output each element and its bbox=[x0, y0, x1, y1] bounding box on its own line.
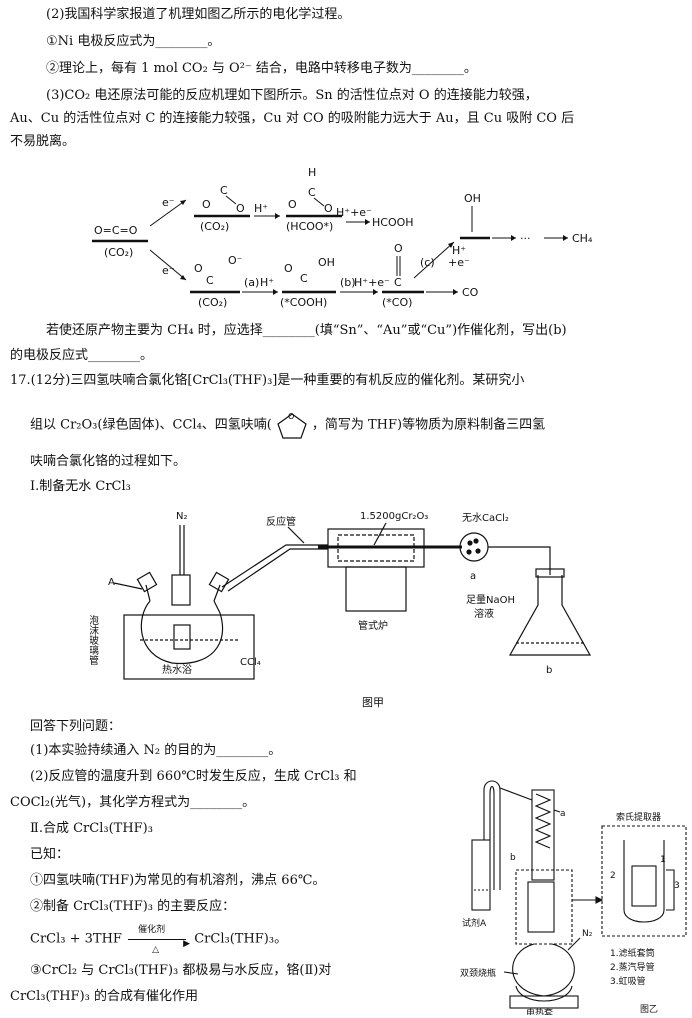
svg-text:足量NaOH: 足量NaOH bbox=[466, 594, 515, 606]
text-line: 呋喃合氯化铬的过程如下。 bbox=[30, 454, 187, 469]
svg-text:2.蒸汽导管: 2.蒸汽导管 bbox=[610, 961, 655, 973]
svg-text:(CO₂): (CO₂) bbox=[198, 296, 227, 309]
svg-text:(CO₂): (CO₂) bbox=[200, 220, 229, 233]
figure-caption-jia: 图甲 bbox=[362, 696, 384, 709]
text-line: 17.(12分)三四氢呋喃合氯化铬[CrCl₃(THF)₃]是一种重要的有机反应… bbox=[10, 373, 525, 388]
svg-text:反应管: 反应管 bbox=[266, 515, 296, 528]
text-line: ②制备 CrCl₃(THF)₃ 的主要反应： bbox=[30, 899, 236, 914]
svg-text:O: O bbox=[236, 202, 245, 215]
text-line: Ⅱ.合成 CrCl₃(THF)₃ bbox=[30, 821, 153, 836]
svg-text:1.滤纸套筒: 1.滤纸套筒 bbox=[610, 947, 655, 959]
svg-text:双颈烧瓶: 双颈烧瓶 bbox=[460, 967, 496, 979]
svg-text:A: A bbox=[108, 577, 115, 588]
text-line: ③CrCl₂ 与 CrCl₃(THF)₃ 都极易与水反应，铬(Ⅱ)对 bbox=[30, 963, 332, 978]
svg-text:a: a bbox=[470, 571, 476, 582]
mechanism-diagram: O=C=O (CO₂) e⁻ e⁻ O C O (CO₂) H⁺ H O C O… bbox=[92, 166, 593, 309]
svg-text:H: H bbox=[308, 166, 316, 179]
text-line: 组以 Cr₂O₃(绿色固体)、CCl₄、四氢呋喃( O ，简写为 THF)等物质… bbox=[30, 410, 545, 440]
svg-text:(c): (c) bbox=[420, 256, 435, 269]
text-line: 已知： bbox=[30, 847, 70, 862]
svg-text:索氏提取器: 索氏提取器 bbox=[616, 811, 661, 823]
svg-text:e⁻: e⁻ bbox=[162, 264, 175, 277]
svg-text:1.5200gCr₂O₃: 1.5200gCr₂O₃ bbox=[360, 511, 428, 522]
text-line: CrCl₃(THF)₃ 的合成有催化作用 bbox=[10, 989, 198, 1004]
svg-text:N₂: N₂ bbox=[582, 929, 593, 939]
svg-text:O: O bbox=[288, 198, 297, 211]
svg-text:H⁺: H⁺ bbox=[254, 202, 268, 215]
apparatus-figure-yi: a 试剂A b N₂ 双颈烧瓶 电热套 索氏提取器 1 2 3 1.滤纸套筒 2… bbox=[460, 780, 687, 1015]
svg-text:O: O bbox=[394, 242, 403, 255]
text-line: ①Ni 电极反应式为________。 bbox=[46, 34, 221, 49]
text-line: (3)CO₂ 电还原法可能的反应机理如下图所示。Sn 的活性位点对 O 的连接能… bbox=[46, 88, 538, 103]
apparatus-figure-jia: N₂ A 泡沫玻璃管 CCl₄ 热水浴 反应管 1.5200gCr₂O₃ 管式炉 bbox=[90, 511, 592, 680]
svg-text:热水浴: 热水浴 bbox=[162, 663, 192, 676]
svg-text:HCOOH: HCOOH bbox=[372, 216, 414, 229]
svg-text:C: C bbox=[308, 186, 316, 199]
text-line: Au、Cu 的活性位点对 C 的连接能力较强，Cu 对 CO 的吸附能力远大于 … bbox=[10, 111, 575, 126]
svg-text:b: b bbox=[546, 665, 552, 676]
mech-co2: O=C=O bbox=[94, 224, 138, 237]
svg-text:H⁺+e⁻: H⁺+e⁻ bbox=[354, 276, 390, 289]
svg-text:a: a bbox=[560, 809, 566, 819]
svg-text:C: C bbox=[206, 274, 214, 287]
svg-text:O: O bbox=[284, 262, 293, 275]
svg-text:C: C bbox=[300, 272, 308, 285]
svg-text:图乙: 图乙 bbox=[640, 1004, 658, 1015]
svg-text:O: O bbox=[194, 262, 203, 275]
svg-text:OH: OH bbox=[318, 256, 335, 269]
svg-text:电热套: 电热套 bbox=[526, 1007, 553, 1015]
svg-text:管式炉: 管式炉 bbox=[358, 619, 388, 632]
svg-text:2: 2 bbox=[610, 871, 616, 881]
text-line: (1)本实验持续通入 N₂ 的目的为________。 bbox=[30, 743, 282, 758]
svg-text:O: O bbox=[202, 198, 211, 211]
svg-text:O: O bbox=[288, 412, 294, 421]
text-line: (2)我国科学家报道了机理如图乙所示的电化学过程。 bbox=[46, 7, 351, 22]
svg-text:试剂A: 试剂A bbox=[462, 917, 487, 929]
svg-text:O⁻: O⁻ bbox=[228, 254, 243, 267]
text-line: ②理论上，每有 1 mol CO₂ 与 O²⁻ 结合，电路中转移电子数为____… bbox=[46, 61, 477, 76]
svg-text:N₂: N₂ bbox=[176, 511, 188, 522]
text-line: 不易脱离。 bbox=[10, 134, 76, 149]
svg-text:+e⁻: +e⁻ bbox=[448, 256, 470, 269]
svg-text:(b): (b) bbox=[340, 276, 356, 289]
svg-text:CH₄: CH₄ bbox=[572, 232, 593, 245]
svg-text:(HCOO*): (HCOO*) bbox=[286, 220, 333, 233]
svg-text:CCl₄: CCl₄ bbox=[240, 657, 261, 668]
svg-text:(*CO): (*CO) bbox=[382, 296, 412, 309]
svg-text:泡沫玻璃管: 泡沫玻璃管 bbox=[90, 614, 99, 666]
svg-text:(a): (a) bbox=[244, 276, 259, 289]
svg-text:溶液: 溶液 bbox=[474, 607, 494, 620]
text-line: 若使还原产物主要为 CH₄ 时，应选择________(填“Sn”、“Au”或“… bbox=[46, 323, 567, 338]
svg-text:O: O bbox=[324, 202, 333, 215]
reaction-equation: CrCl₃ + 3THF 催化剂 ▶ △ CrCl₃(THF)₃。 bbox=[30, 925, 288, 955]
text-line: 的电极反应式________。 bbox=[10, 348, 154, 363]
svg-text:无水CaCl₂: 无水CaCl₂ bbox=[462, 512, 509, 524]
text-line: COCl₂(光气)，其化学方程式为________。 bbox=[10, 795, 256, 810]
text-line: 回答下列问题： bbox=[30, 719, 122, 734]
svg-text:b: b bbox=[510, 853, 516, 863]
svg-text:3: 3 bbox=[674, 881, 680, 891]
svg-text:C: C bbox=[220, 184, 228, 197]
thf-ring-icon: O bbox=[277, 412, 307, 439]
text-line: (2)反应管的温度升到 660℃时发生反应，生成 CrCl₃ 和 bbox=[30, 769, 357, 784]
svg-text:OH: OH bbox=[464, 192, 481, 205]
svg-text:(*COOH): (*COOH) bbox=[280, 296, 327, 309]
svg-text:H⁺: H⁺ bbox=[260, 276, 274, 289]
svg-text:C: C bbox=[394, 276, 402, 289]
mech-co2-label: (CO₂) bbox=[104, 246, 133, 259]
text-line: ①四氢呋喃(THF)为常见的有机溶剂，沸点 66℃。 bbox=[30, 873, 326, 888]
svg-text:···: ··· bbox=[520, 232, 531, 245]
svg-text:1: 1 bbox=[660, 855, 666, 865]
text-line: Ⅰ.制备无水 CrCl₃ bbox=[30, 479, 131, 494]
svg-text:3.虹吸管: 3.虹吸管 bbox=[610, 975, 646, 987]
svg-text:e⁻: e⁻ bbox=[162, 196, 175, 209]
svg-text:H⁺: H⁺ bbox=[452, 244, 466, 257]
svg-text:CO: CO bbox=[462, 286, 479, 299]
svg-text:H⁺+e⁻: H⁺+e⁻ bbox=[336, 206, 372, 219]
